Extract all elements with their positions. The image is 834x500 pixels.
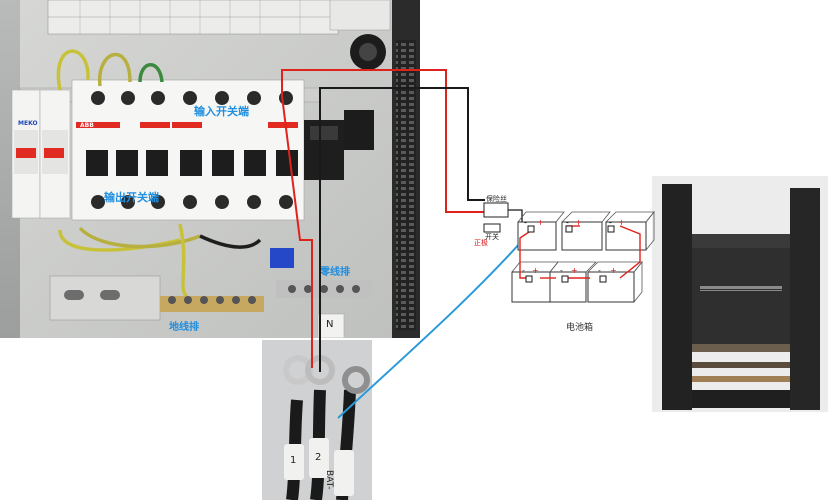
cable-illustration [262, 340, 372, 500]
battery-cabinet-photo [652, 176, 828, 412]
output-switch-label: 输出开关端 [104, 191, 159, 204]
spd-brand-label: MEKO [18, 120, 38, 127]
terminal-minus: - [609, 218, 612, 227]
terminal-plus: + [610, 266, 617, 275]
neutral-n-label: N [326, 319, 334, 330]
terminal-minus: - [524, 218, 527, 227]
switch-label: 开关 [485, 233, 499, 241]
cable-label-1: 1 [290, 455, 297, 466]
input-switch-label: 输入开关端 [194, 105, 249, 118]
terminal-minus: - [598, 266, 601, 275]
electrical-panel-photo: 输入开关端 输出开关端 零线排 地线排 N ABB MEKO [0, 0, 420, 338]
panel-illustration [0, 0, 420, 338]
terminal-plus: + [571, 266, 578, 275]
breaker-brand-label: ABB [80, 122, 94, 129]
terminal-minus: - [560, 266, 563, 275]
neutral-bar-label: 零线排 [320, 267, 350, 278]
cable-label-2: 2 [315, 452, 322, 463]
terminal-minus: - [566, 218, 569, 227]
fuse-symbol [483, 202, 509, 218]
blue-wire [337, 231, 531, 419]
switch-symbol [483, 223, 501, 233]
ground-bar-label: 地线排 [169, 322, 199, 333]
cabinet-illustration [652, 176, 828, 412]
cable-lug-photo: 1 2 BAT- [262, 340, 372, 500]
black-wire [319, 87, 485, 372]
fuse-label: 保险丝 [486, 195, 507, 203]
positive-label: 正极 [474, 239, 488, 247]
battery-box-label: 电池箱 [566, 323, 594, 333]
terminal-plus: + [537, 218, 544, 227]
terminal-minus: - [522, 266, 525, 275]
terminal-plus: + [618, 218, 625, 227]
terminal-plus: + [575, 218, 582, 227]
red-wire [281, 69, 485, 368]
terminal-plus: + [532, 266, 539, 275]
